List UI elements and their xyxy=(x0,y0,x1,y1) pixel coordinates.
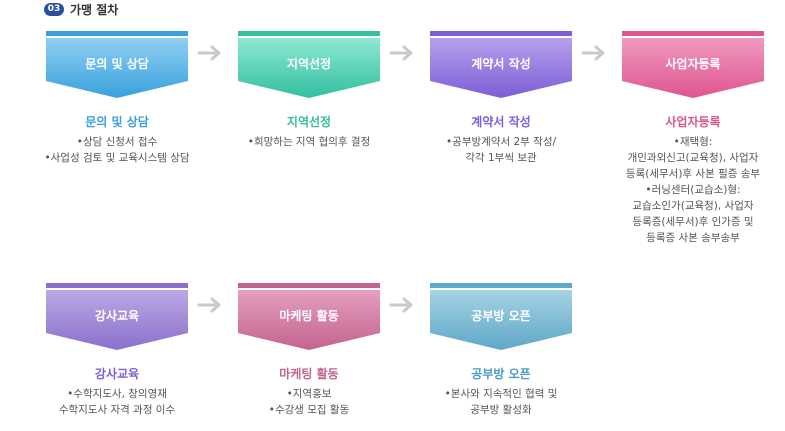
description-line: 공부방 활성화 xyxy=(470,404,532,416)
step-marketing: 마케팅 활동 마케팅 활동 •지역홍보 •수강생 모집 활동 xyxy=(236,283,396,416)
description-line: •본사와 지속적인 협력 및 xyxy=(444,388,558,400)
badge-top-band xyxy=(430,283,572,288)
description-line: •희망하는 지역 협의후 결정 xyxy=(247,136,371,148)
badge-pennant xyxy=(238,290,380,350)
badge-pennant xyxy=(622,38,764,98)
description-line: 등록(세무서)후 사본 필증 송부 xyxy=(625,168,761,180)
step-title: 문의 및 상담 xyxy=(85,115,149,129)
badge-shape xyxy=(430,31,572,98)
section-header: 03 가맹 절차 xyxy=(44,0,118,18)
badge-pennant xyxy=(238,38,380,98)
description-line: •공부방계약서 2부 작성/ xyxy=(445,136,557,148)
badge-label: 지역선정 xyxy=(286,57,332,71)
badge-shape xyxy=(46,283,188,350)
step-region: 지역선정 지역선정 •희망하는 지역 협의후 결정 xyxy=(236,31,396,148)
badge-pennant xyxy=(46,290,188,350)
arrow-right-icon xyxy=(197,297,221,313)
description-line: •수학지도사, 창의영재 xyxy=(67,388,167,400)
badge-shape xyxy=(238,31,380,98)
arrow-right-icon xyxy=(581,45,605,61)
step-badge: 사업자등록 xyxy=(622,31,764,99)
step-title: 마케팅 활동 xyxy=(279,367,339,381)
step-badge: 공부방 오픈 xyxy=(430,283,572,351)
badge-pennant xyxy=(430,38,572,98)
badge-shape xyxy=(46,31,188,98)
badge-pennant xyxy=(430,290,572,350)
section-number-badge: 03 xyxy=(44,2,64,16)
step-badge: 강사교육 xyxy=(46,283,188,351)
step-title: 강사교육 xyxy=(94,367,140,381)
badge-pennant xyxy=(46,38,188,98)
badge-shape xyxy=(622,31,764,98)
description-line: 수학지도사 자격 과정 이수 xyxy=(58,404,176,416)
description-line: •사업성 검토 및 교육시스템 상담 xyxy=(44,152,190,164)
step-description: •희망하는 지역 협의후 결정 xyxy=(222,134,396,150)
badge-top-band xyxy=(46,31,188,36)
step-title: 계약서 작성 xyxy=(471,115,531,129)
badge-top-band xyxy=(238,283,380,288)
step-title: 사업자등록 xyxy=(665,115,721,129)
badge-label: 마케팅 활동 xyxy=(279,309,339,323)
step-description: •공부방계약서 2부 작성/각각 1부씩 보관 xyxy=(414,134,588,166)
arrow-right-icon xyxy=(389,297,413,313)
description-line: •러닝센터(교습소)형: xyxy=(645,184,741,196)
description-line: •지역홍보 xyxy=(286,388,332,400)
section-title: 가맹 절차 xyxy=(70,2,119,17)
description-line: 등록증(세무서)후 인가증 및 xyxy=(632,216,754,228)
description-line: •재택형: xyxy=(673,136,713,148)
badge-top-band xyxy=(430,31,572,36)
step-badge: 지역선정 xyxy=(238,31,380,99)
description-line: •상담 신청서 접수 xyxy=(76,136,158,148)
step-badge: 계약서 작성 xyxy=(430,31,572,99)
step-description: •상담 신청서 접수 •사업성 검토 및 교육시스템 상담 xyxy=(30,134,204,166)
arrow-right-icon xyxy=(197,45,221,61)
step-inquiry: 문의 및 상담 문의 및 상담 •상담 신청서 접수 •사업성 검토 및 교육시스… xyxy=(44,31,204,164)
step-contract: 계약서 작성 계약서 작성 •공부방계약서 2부 작성/각각 1부씩 보관 xyxy=(428,31,588,164)
badge-top-band xyxy=(238,31,380,36)
badge-shape xyxy=(430,283,572,350)
step-badge: 문의 및 상담 xyxy=(46,31,188,99)
step-title: 지역선정 xyxy=(286,115,332,129)
description-line: 교습소인가(교육청), 사업자 xyxy=(632,200,754,212)
badge-top-band xyxy=(46,283,188,288)
description-line: •수강생 모집 활동 xyxy=(268,404,350,416)
step-description: •지역홍보 •수강생 모집 활동 xyxy=(222,386,396,418)
arrow-right-icon xyxy=(389,45,413,61)
badge-shape xyxy=(238,283,380,350)
badge-label: 강사교육 xyxy=(94,309,140,323)
badge-label: 문의 및 상담 xyxy=(85,57,149,71)
description-line: 등록증 사본 송부송부 xyxy=(646,232,740,244)
description-line: 각각 1부씩 보관 xyxy=(465,152,537,164)
badge-label: 공부방 오픈 xyxy=(471,309,531,323)
badge-label: 계약서 작성 xyxy=(471,57,531,71)
description-line: 개인과외신고(교육청), 사업자 xyxy=(627,152,759,164)
badge-top-band xyxy=(622,31,764,36)
step-badge: 마케팅 활동 xyxy=(238,283,380,351)
badge-label: 사업자등록 xyxy=(665,57,721,71)
step-title: 공부방 오픈 xyxy=(471,367,531,381)
